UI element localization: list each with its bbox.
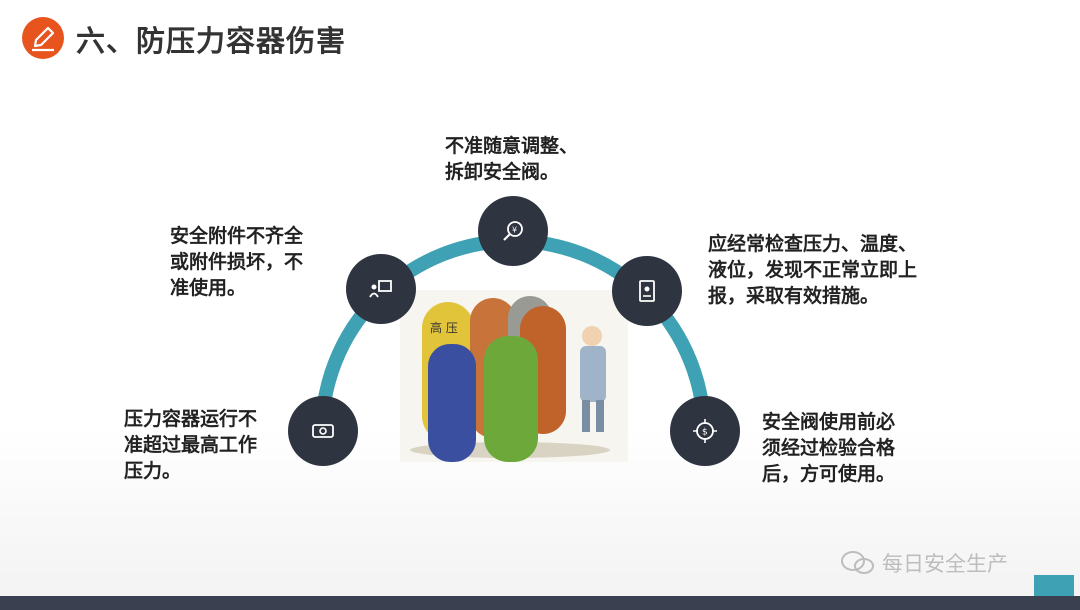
yen-search-icon: ¥ xyxy=(478,196,548,266)
target-coin-icon: $ xyxy=(670,396,740,466)
presentation-icon xyxy=(346,254,416,324)
svg-text:$: $ xyxy=(702,428,708,438)
page-title: 六、防压力容器伤害 xyxy=(76,24,347,58)
watermark-text: 每日安全生产 xyxy=(882,552,1008,576)
svg-text:¥: ¥ xyxy=(512,226,517,235)
item-text-5: 安全阀使用前必 须经过检验合格 后，方可使用。 xyxy=(762,411,896,485)
pencil-icon xyxy=(22,17,64,59)
cash-icon xyxy=(288,396,358,466)
item-text-4: 应经常检查压力、温度、 液位，发现不正常立即上 报，采取有效措施。 xyxy=(708,233,918,307)
footer-bar xyxy=(0,596,1080,610)
watermark: 每日安全生产 xyxy=(840,548,1008,578)
item-text-3: 不准随意调整、 拆卸安全阀。 xyxy=(445,135,579,183)
pressure-vessel-image: 高 压 xyxy=(400,290,628,462)
wechat-icon xyxy=(841,551,874,574)
item-text-2: 安全附件不齐全 或附件损坏，不 准使用。 xyxy=(170,225,304,299)
id-card-icon xyxy=(612,256,682,326)
item-text-1: 压力容器运行不 准超过最高工作 压力。 xyxy=(124,408,258,482)
cylinder-label: 高 压 xyxy=(430,320,458,335)
